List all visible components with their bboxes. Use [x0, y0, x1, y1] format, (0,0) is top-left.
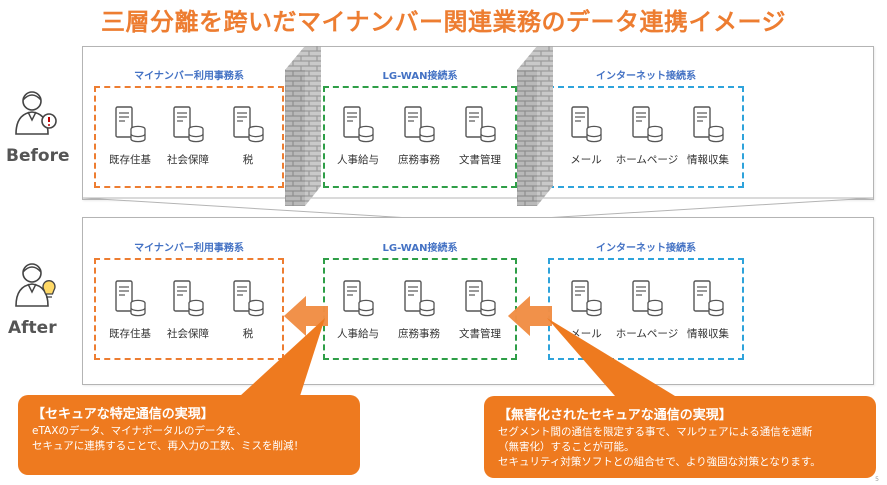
server-icon: 社会保障 — [158, 106, 218, 176]
server-label: 人事給与 — [337, 154, 379, 166]
firewall-wall-1 — [285, 46, 321, 206]
callout-secure-communication: 【セキュアな特定通信の実現】 eTAXのデータ、マイナポータルのデータを、 セキ… — [18, 395, 360, 475]
server-icon: 人事給与 — [328, 280, 388, 350]
server-label: 社会保障 — [167, 154, 209, 166]
server-icon: 税 — [218, 280, 278, 350]
callout-pointer-left — [240, 318, 325, 396]
server-icon: 社会保障 — [158, 280, 218, 350]
person-worried-icon — [14, 88, 58, 142]
server-icon: ホームページ — [616, 106, 678, 176]
server-icon: 庶務事務 — [389, 280, 449, 350]
server-label: 情報収集 — [687, 328, 729, 340]
server-icon: 税 — [218, 106, 278, 176]
zone-label-lgwan: LG-WAN接続系 — [382, 71, 458, 82]
server-label: ホームページ — [615, 328, 679, 340]
callout-line: セキュリティ対策ソフトとの組合せで、より強固な対策となります。 — [498, 456, 821, 468]
server-label: 文書管理 — [459, 328, 501, 340]
zone-mynumber-after — [94, 258, 284, 360]
server-icon: 情報収集 — [678, 106, 738, 176]
callout-line: eTAXのデータ、マイナポータルのデータを、 — [32, 425, 247, 437]
page-title: 三層分離を跨いだマイナンバー関連業務のデータ連携イメージ — [100, 8, 787, 36]
server-label: 庶務事務 — [398, 328, 440, 340]
server-icon: 既存住基 — [100, 106, 160, 176]
server-icon: 庶務事務 — [389, 106, 449, 176]
callout-sanitized-communication: 【無害化されたセキュアな通信の実現】 セグメント間の通信を限定する事で、マルウェ… — [484, 396, 876, 478]
person-idea-icon — [14, 260, 58, 314]
zone-lgwan-before — [323, 86, 517, 188]
server-label: メール — [570, 154, 602, 166]
callout-pointer-right — [547, 318, 675, 396]
flow-arrow-right — [508, 296, 552, 336]
zone-label-internet: インターネット接続系 — [596, 71, 696, 82]
server-icon: 既存住基 — [100, 280, 160, 350]
callout-line: （無害化）することが可能。 — [498, 441, 635, 453]
server-label: 税 — [242, 154, 254, 166]
server-label: 人事給与 — [337, 328, 379, 340]
after-label: After — [8, 318, 57, 338]
server-label: 情報収集 — [687, 154, 729, 166]
server-label: 既存住基 — [109, 328, 151, 340]
server-label: ホームページ — [615, 154, 679, 166]
server-icon: 文書管理 — [450, 106, 510, 176]
server-label: 税 — [242, 328, 254, 340]
server-label: 社会保障 — [167, 328, 209, 340]
zone-mynumber-before — [94, 86, 284, 188]
before-label: Before — [6, 146, 70, 166]
server-icon: 人事給与 — [328, 106, 388, 176]
callout-heading: 【セキュアな特定通信の実現】 — [32, 407, 214, 422]
server-label: 既存住基 — [109, 154, 151, 166]
zone-label-internet: インターネット接続系 — [596, 243, 696, 254]
server-label: 文書管理 — [459, 154, 501, 166]
page-number: 5 — [875, 476, 879, 483]
server-icon: 文書管理 — [450, 280, 510, 350]
server-icon: ホームページ — [616, 280, 678, 350]
server-icon: メール — [556, 106, 616, 176]
callout-line: セキュアに連携することで、再入力の工数、ミスを削減！ — [32, 440, 305, 452]
zone-label-mynumber: マイナンバー利用事務系 — [134, 71, 244, 82]
callout-line: セグメント間の通信を限定する事で、マルウェアによる通信を遮断 — [498, 426, 813, 438]
callout-heading: 【無害化されたセキュアな通信の実現】 — [498, 408, 732, 423]
zone-label-lgwan: LG-WAN接続系 — [382, 243, 458, 254]
zone-label-mynumber: マイナンバー利用事務系 — [134, 243, 244, 254]
server-label: 庶務事務 — [398, 154, 440, 166]
firewall-wall-2 — [517, 46, 553, 206]
server-icon: 情報収集 — [678, 280, 738, 350]
